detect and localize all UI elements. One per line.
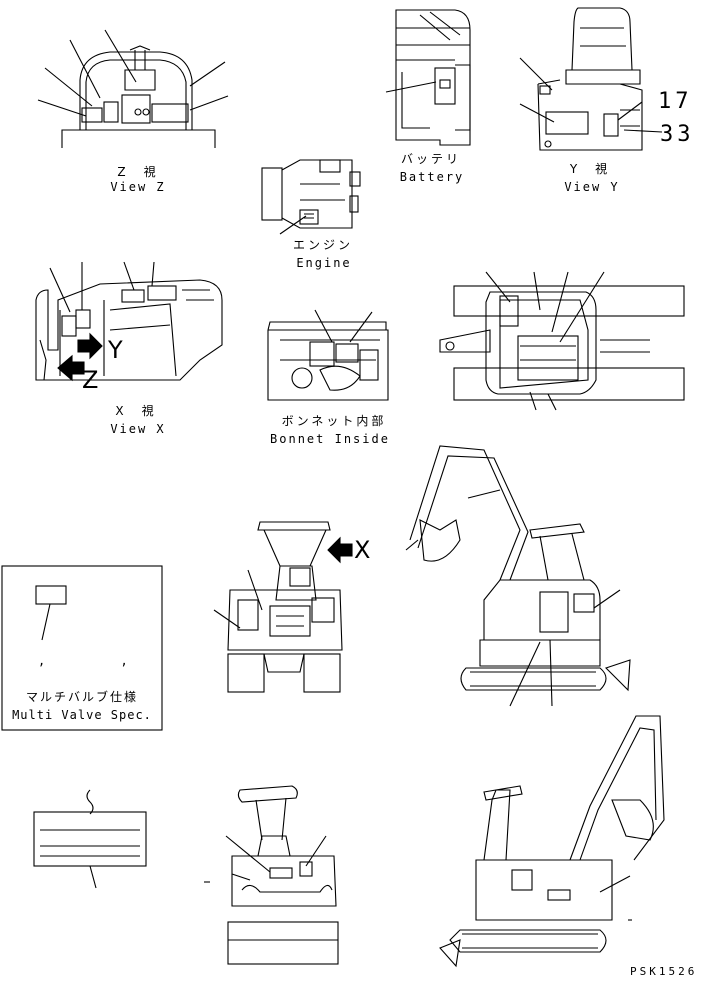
top-plan-drawing xyxy=(439,271,685,411)
drawing-code: PSK1526 xyxy=(630,965,698,978)
battery-label-jp: バッテリ xyxy=(400,152,461,166)
arrow-to-y-icon xyxy=(77,332,103,360)
multi-valve-label-jp: マルチバルブ仕様 xyxy=(25,690,138,704)
callout-33: 33 xyxy=(660,122,695,147)
view-z-drawing xyxy=(37,29,229,148)
excavator-side-right-drawing xyxy=(405,445,631,707)
battery-label-en: Battery xyxy=(399,170,465,184)
view-y-drawing xyxy=(519,7,663,151)
callout-17: 17 xyxy=(658,89,693,114)
bonnet-label-en: Bonnet Inside xyxy=(270,432,390,446)
arrow-to-z-icon xyxy=(57,354,85,382)
multi-valve-marks: , , xyxy=(38,654,162,668)
arrow-z-label: Z xyxy=(82,366,99,394)
view-x-label-jp: X 視 xyxy=(115,404,157,418)
view-y-label-jp: Y 視 xyxy=(569,162,611,176)
view-z-label-en: View Z xyxy=(110,180,166,194)
excavator-side-bottom-drawing xyxy=(439,715,665,968)
arrow-x-label: X xyxy=(354,536,371,564)
view-x-drawing xyxy=(35,261,223,381)
view-z-label-jp: Z 視 xyxy=(117,165,159,179)
view-x-label-en: View X xyxy=(110,422,166,436)
multi-valve-label-en: Multi Valve Spec. xyxy=(12,708,152,722)
multi-valve-box xyxy=(1,565,163,731)
engine-label-jp: エンジン xyxy=(292,238,353,252)
excavator-front-drawing xyxy=(213,521,343,693)
engine-drawing xyxy=(261,159,361,235)
view-y-label-en: View Y xyxy=(564,180,620,194)
arrow-y-label: Y xyxy=(108,336,123,364)
excavator-rear-drawing xyxy=(204,785,339,965)
bonnet-inside-drawing xyxy=(267,309,389,401)
bonnet-label-jp: ボンネット内部 xyxy=(281,414,387,428)
arrow-view-x-icon xyxy=(327,536,353,564)
decal-drawing xyxy=(33,789,147,889)
battery-drawing xyxy=(385,9,471,146)
engine-label-en: Engine xyxy=(296,256,352,270)
